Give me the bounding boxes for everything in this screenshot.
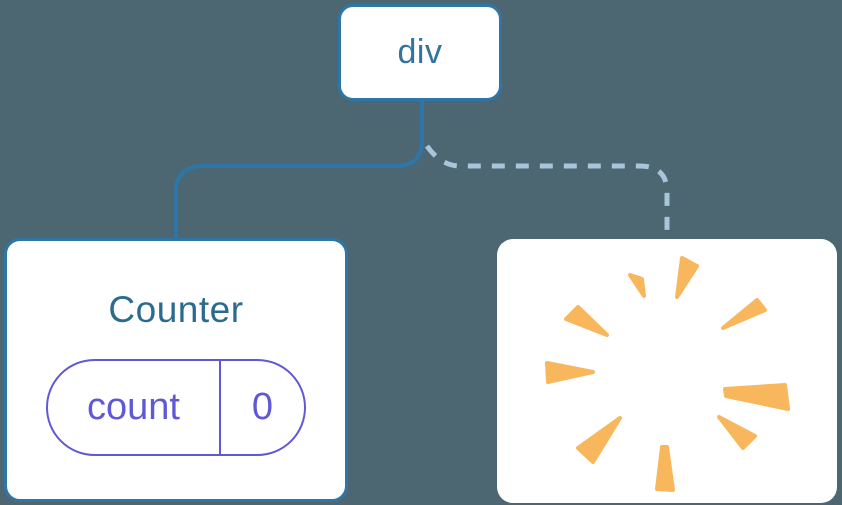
tree-node-div: div	[338, 4, 502, 101]
solid-connector-line	[174, 101, 424, 240]
state-value-label: 0	[251, 386, 274, 428]
state-pill-divider	[219, 361, 221, 454]
state-pill: count 0	[46, 359, 306, 456]
state-key-label: count	[87, 386, 180, 428]
poof-starburst-icon	[545, 256, 790, 492]
tree-node-removed	[497, 239, 837, 503]
counter-title: Counter	[108, 289, 244, 330]
tree-node-counter: Counter count 0	[4, 238, 348, 502]
dashed-connector-line	[424, 144, 670, 240]
div-node-label: div	[397, 33, 443, 71]
